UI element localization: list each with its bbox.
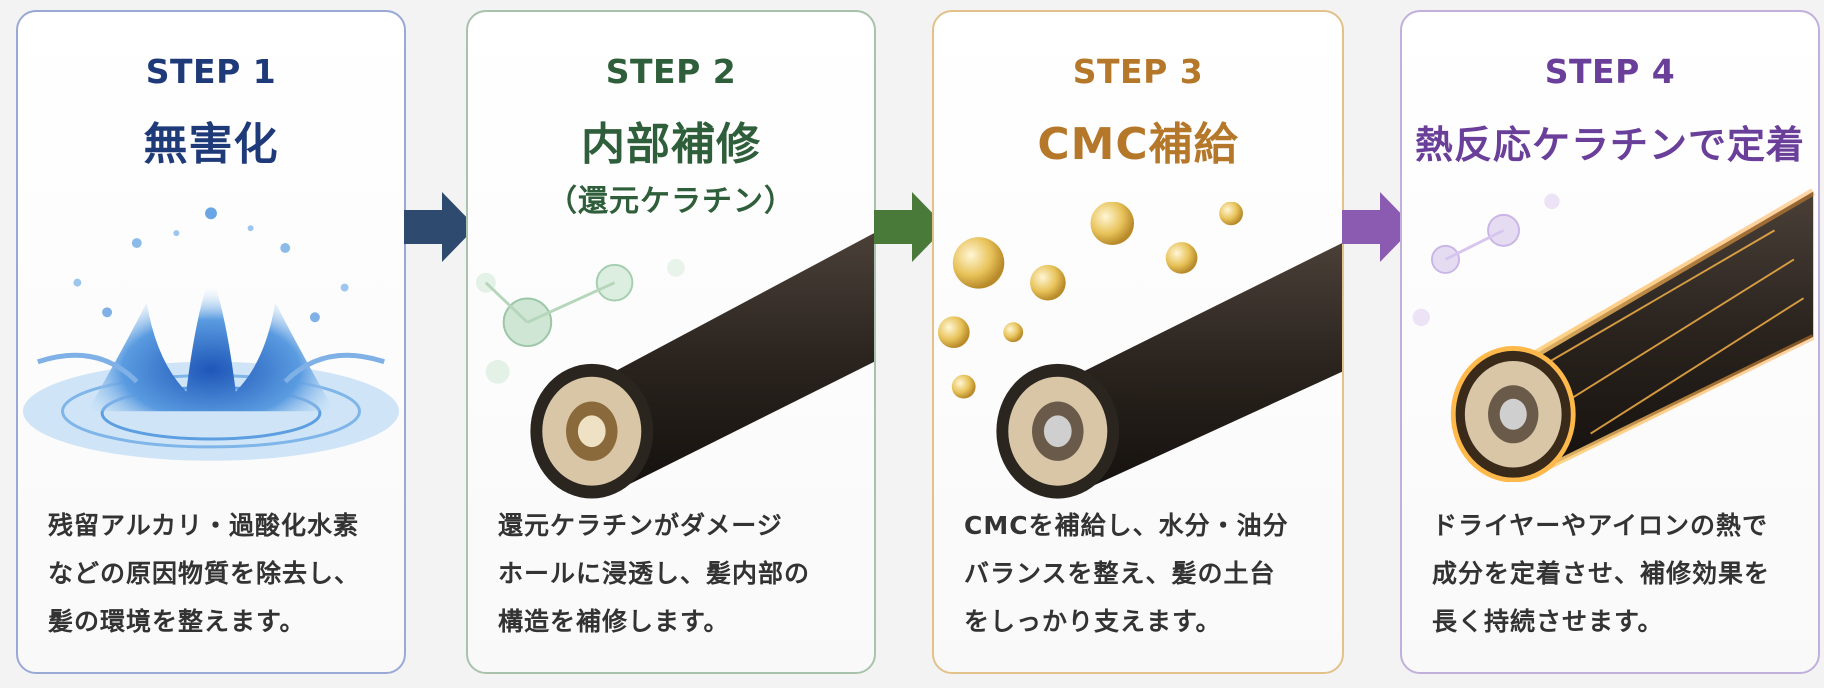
- desc-line: 還元ケラチンがダメージ: [498, 511, 783, 540]
- desc-line: ホールに浸透し、髪内部の: [498, 559, 811, 588]
- step-title: 内部補修: [581, 119, 761, 170]
- desc-line: 長く持続させます。: [1432, 607, 1664, 636]
- desc-line: をしっかり支えます。: [964, 607, 1222, 636]
- step-label: STEP 4: [1544, 52, 1676, 91]
- hair-strand-glowing-icon: [1412, 188, 1816, 482]
- desc-line: ドライヤーやアイロンの熱で: [1432, 511, 1769, 540]
- desc-line: 構造を補修します。: [498, 607, 730, 636]
- desc-line: バランスを整え、髪の土台: [964, 559, 1276, 588]
- desc-line: などの原因物質を除去し、: [48, 559, 361, 588]
- step-subtitle: （還元ケラチン）: [547, 184, 795, 219]
- hair-strand-oil-drops-icon: [937, 202, 1342, 499]
- arrow-right-icon: [1342, 192, 1414, 262]
- step-label: STEP 3: [1072, 52, 1204, 91]
- step-card-4: STEP 4 熱反応ケラチンで定着: [1400, 10, 1820, 674]
- step-title: 熱反応ケラチンで定着: [1414, 123, 1805, 167]
- desc-line: 残留アルカリ・過酸化水素: [48, 511, 360, 540]
- step-card-2: STEP 2 内部補修 （還元ケラチン） 還: [466, 10, 876, 674]
- hair-strand-molecules-icon: [475, 233, 874, 499]
- step-title: 無害化: [143, 119, 279, 170]
- step-description: 残留アルカリ・過酸化水素 などの原因物質を除去し、 髪の環境を整えます。: [48, 502, 392, 646]
- step-description: 還元ケラチンがダメージ ホールに浸透し、髪内部の 構造を補修します。: [498, 502, 862, 646]
- step-label: STEP 2: [605, 52, 737, 91]
- desc-line: 髪の環境を整えます。: [48, 607, 306, 636]
- arrow-right-icon: [874, 192, 946, 262]
- desc-line: 成分を定着させ、補修効果を: [1432, 559, 1771, 588]
- step-card-3: STEP 3 CMC補給: [932, 10, 1344, 674]
- desc-line: CMCを補給し、水分・油分: [964, 511, 1289, 540]
- step-label: STEP 1: [145, 52, 277, 91]
- step-description: ドライヤーやアイロンの熱で 成分を定着させ、補修効果を 長く持続させます。: [1432, 502, 1806, 646]
- water-splash-icon: [22, 207, 400, 461]
- step-title: CMC補給: [1037, 119, 1239, 170]
- arrow-right-icon: [404, 192, 476, 262]
- step-card-1: STEP 1 無害化: [16, 10, 406, 674]
- step-description: CMCを補給し、水分・油分 バランスを整え、髪の土台 をしっかり支えます。: [964, 502, 1330, 646]
